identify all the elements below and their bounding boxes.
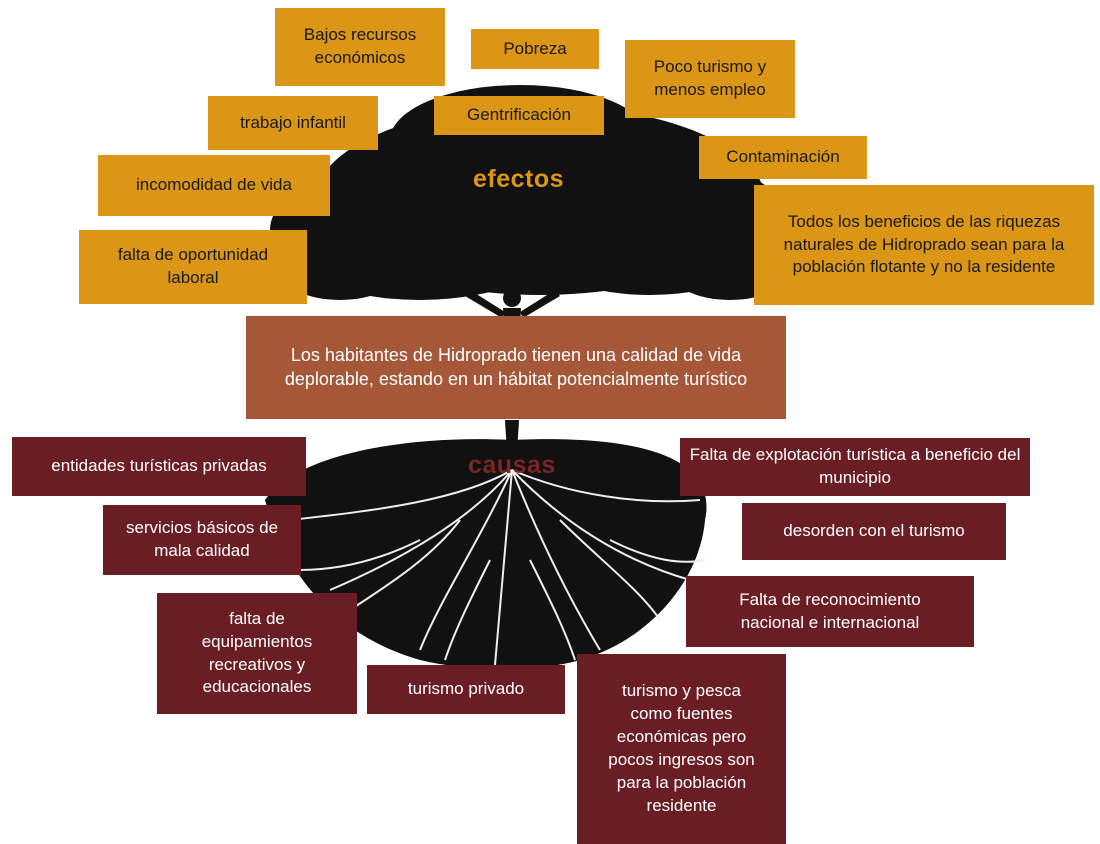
effect-box: trabajo infantil	[208, 96, 378, 150]
cause-box: Falta de reconocimiento nacional e inter…	[686, 576, 974, 647]
effect-box: Bajos recursos económicos	[275, 8, 445, 86]
root-system	[265, 439, 707, 669]
central-problem-box: Los habitantes de Hidroprado tienen una …	[246, 316, 786, 419]
effect-box: Pobreza	[471, 29, 599, 69]
effect-box: Poco turismo y menos empleo	[625, 40, 795, 118]
effects-heading: efectos	[473, 165, 565, 193]
cause-box: entidades turísticas privadas	[12, 437, 306, 496]
cause-box: servicios básicos de mala calidad	[103, 505, 301, 575]
cause-box: turismo privado	[367, 665, 565, 714]
cause-box: turismo y pesca como fuentes económicas …	[577, 654, 786, 844]
effect-box: falta de oportunidad laboral	[79, 230, 307, 304]
effect-box: incomodidad de vida	[98, 155, 330, 216]
cause-box: desorden con el turismo	[742, 503, 1006, 560]
effect-box: Contaminación	[699, 136, 867, 179]
cause-box: Falta de explotación turística a benefic…	[680, 438, 1030, 496]
effect-box: Gentrificación	[434, 96, 604, 135]
effect-box: Todos los beneficios de las riquezas nat…	[754, 185, 1094, 305]
causes-heading: causas	[468, 451, 556, 479]
cause-box: falta de equipamientos recreativos y edu…	[157, 593, 357, 714]
